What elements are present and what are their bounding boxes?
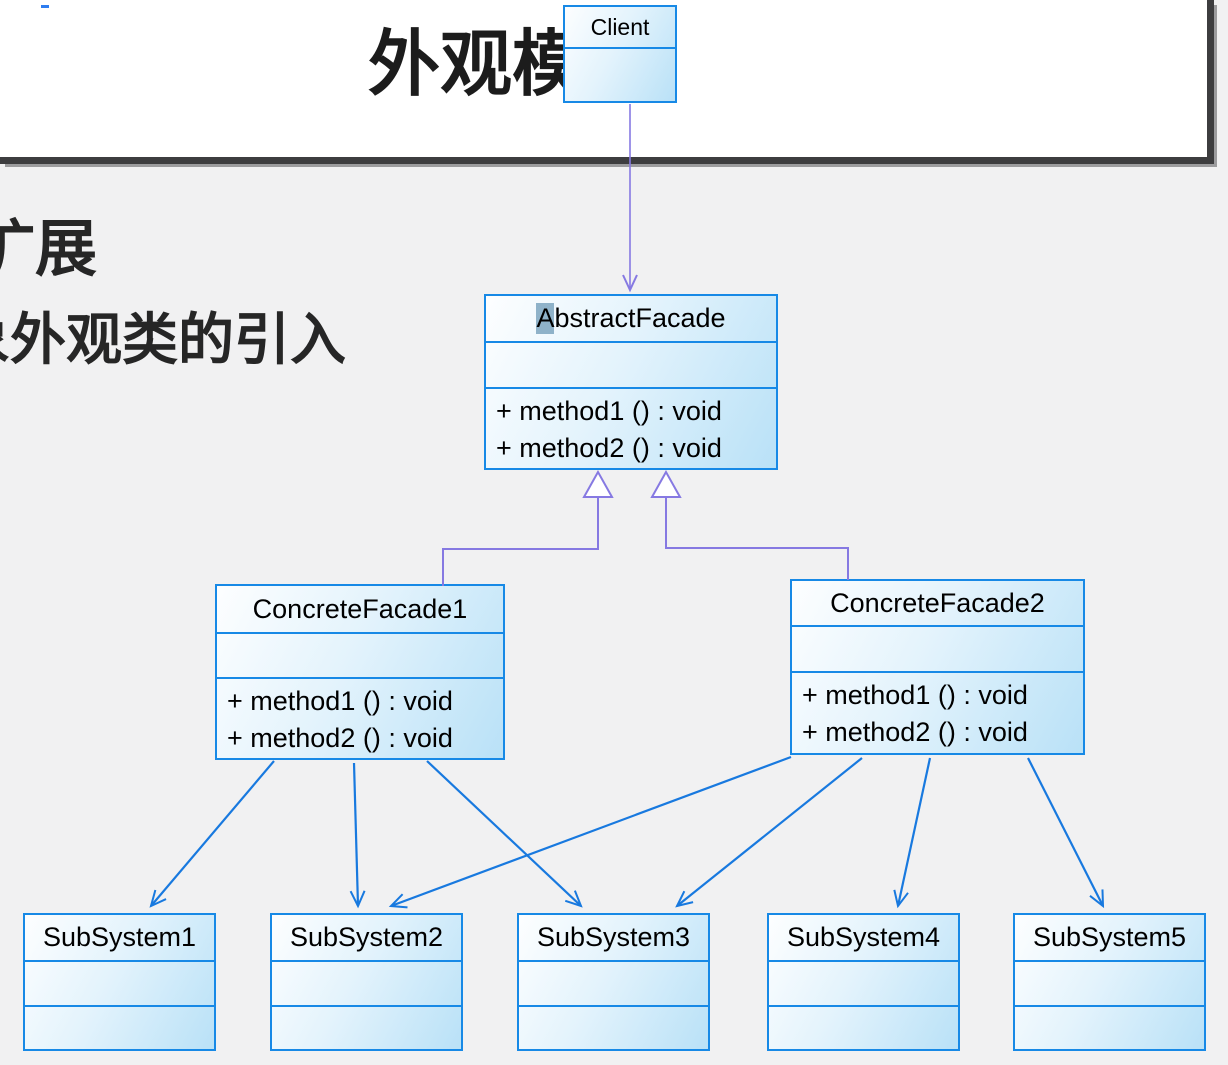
slide-frame-right bbox=[1207, 0, 1214, 164]
frame-shadow bbox=[1214, 5, 1217, 167]
frame-shadow bbox=[5, 164, 1217, 167]
edge-generalization-concretefacade2 bbox=[665, 498, 849, 580]
note-facade-introduction: 象外观类的引入 bbox=[0, 307, 346, 373]
attributes-compartment bbox=[486, 341, 776, 387]
class-name: ConcreteFacade1 bbox=[252, 593, 468, 624]
attributes-compartment bbox=[1015, 960, 1204, 1005]
uml-class-subsystem3[interactable]: SubSystem3 bbox=[517, 913, 710, 1051]
method-label: + method1 () : void bbox=[227, 686, 453, 716]
class-name: Client bbox=[590, 13, 650, 40]
class-name: SubSystem3 bbox=[536, 922, 691, 952]
class-name-rest: bstractFacade bbox=[554, 303, 726, 333]
method-label: + method2 () : void bbox=[496, 433, 722, 463]
uml-class-subsystem5[interactable]: SubSystem5 bbox=[1013, 913, 1206, 1051]
edge-cf2-subsystem2 bbox=[388, 755, 792, 909]
accent-dash bbox=[41, 5, 49, 8]
edge-generalization-concretefacade1 bbox=[442, 498, 599, 586]
generalization-triangle-icon bbox=[582, 469, 614, 498]
operations-compartment: + method1 () : void + method2 () : void bbox=[486, 387, 776, 468]
method-label: + method2 () : void bbox=[802, 717, 1028, 747]
method-label: + method2 () : void bbox=[227, 723, 453, 753]
operations-compartment: + method1 () : void + method2 () : void bbox=[217, 677, 503, 758]
slide-title: 外观模 bbox=[368, 21, 585, 106]
uml-class-concretefacade1[interactable]: ConcreteFacade1 + method1 () : void + me… bbox=[215, 584, 505, 760]
class-name: SubSystem4 bbox=[786, 922, 941, 952]
attributes-compartment bbox=[769, 960, 958, 1005]
operations-compartment bbox=[519, 1005, 708, 1049]
uml-class-concretefacade2[interactable]: ConcreteFacade2 + method1 () : void + me… bbox=[790, 579, 1085, 755]
edge-cf2-subsystem5 bbox=[1027, 757, 1105, 909]
class-name: SubSystem2 bbox=[289, 922, 444, 952]
edge-cf1-subsystem2 bbox=[349, 762, 366, 909]
edge-cf1-subsystem1 bbox=[149, 760, 275, 908]
edge-cf2-subsystem3 bbox=[675, 757, 863, 908]
generalization-triangle-icon bbox=[650, 469, 682, 498]
selected-letter: A bbox=[536, 303, 555, 334]
edge-cf1-subsystem3 bbox=[426, 760, 583, 908]
uml-class-client[interactable]: Client bbox=[563, 5, 677, 103]
edge-cf2-subsystem4 bbox=[893, 757, 932, 909]
uml-class-subsystem2[interactable]: SubSystem2 bbox=[270, 913, 463, 1051]
method-label: + method1 () : void bbox=[496, 396, 722, 426]
operations-compartment bbox=[769, 1005, 958, 1049]
method-label: + method1 () : void bbox=[802, 680, 1028, 710]
attributes-compartment bbox=[792, 625, 1083, 671]
attributes-compartment bbox=[565, 47, 675, 101]
attributes-compartment bbox=[272, 960, 461, 1005]
operations-compartment bbox=[272, 1005, 461, 1049]
operations-compartment bbox=[1015, 1005, 1204, 1049]
uml-class-subsystem4[interactable]: SubSystem4 bbox=[767, 913, 960, 1051]
class-name: ConcreteFacade2 bbox=[830, 587, 1045, 618]
operations-compartment: + method1 () : void + method2 () : void bbox=[792, 671, 1083, 753]
attributes-compartment bbox=[217, 632, 503, 677]
class-name: SubSystem5 bbox=[1032, 922, 1187, 952]
uml-class-subsystem1[interactable]: SubSystem1 bbox=[23, 913, 216, 1051]
note-extension: 扩展 bbox=[0, 212, 98, 285]
attributes-compartment bbox=[25, 960, 214, 1005]
attributes-compartment bbox=[519, 960, 708, 1005]
class-name: SubSystem1 bbox=[42, 922, 197, 952]
slide-frame-bottom bbox=[0, 157, 1214, 164]
operations-compartment bbox=[25, 1005, 214, 1049]
